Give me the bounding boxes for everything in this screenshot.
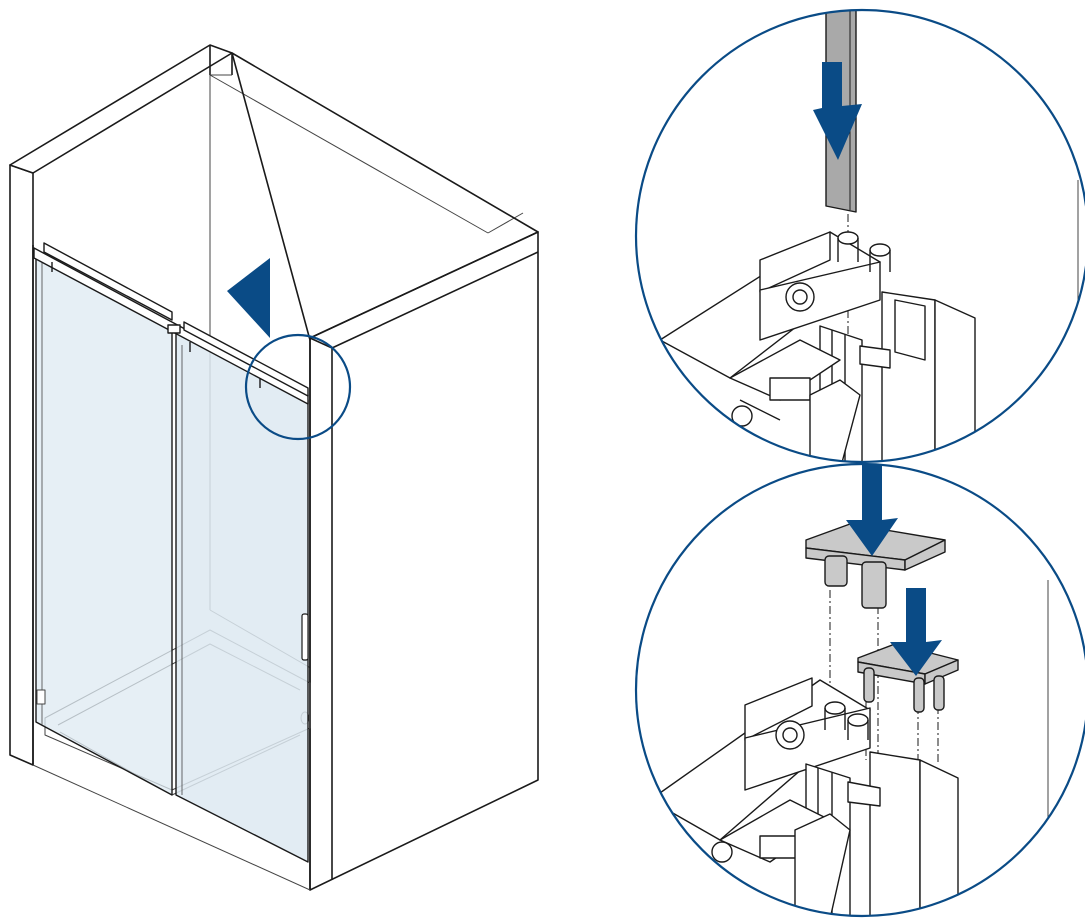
top-rail <box>33 242 309 405</box>
detail-callout-circle <box>244 333 352 441</box>
shower-enclosure <box>9 44 539 891</box>
down-arrow-icon <box>813 62 862 160</box>
door-handle <box>301 613 309 661</box>
detail-top-gasket-insert <box>634 8 1085 464</box>
rail-profile-lower <box>649 677 959 916</box>
down-arrow-icon <box>846 464 898 556</box>
rail-profile <box>659 231 976 462</box>
detail-bottom-end-caps <box>634 462 1085 918</box>
down-arrow-icon <box>890 588 942 676</box>
detail-top-circle <box>634 8 1085 464</box>
sliding-glass-panel <box>175 331 309 863</box>
fixed-glass-panel <box>35 249 173 796</box>
small-end-cap <box>857 643 959 713</box>
triangle-pointer-icon <box>227 258 270 338</box>
right-wall <box>231 52 539 891</box>
